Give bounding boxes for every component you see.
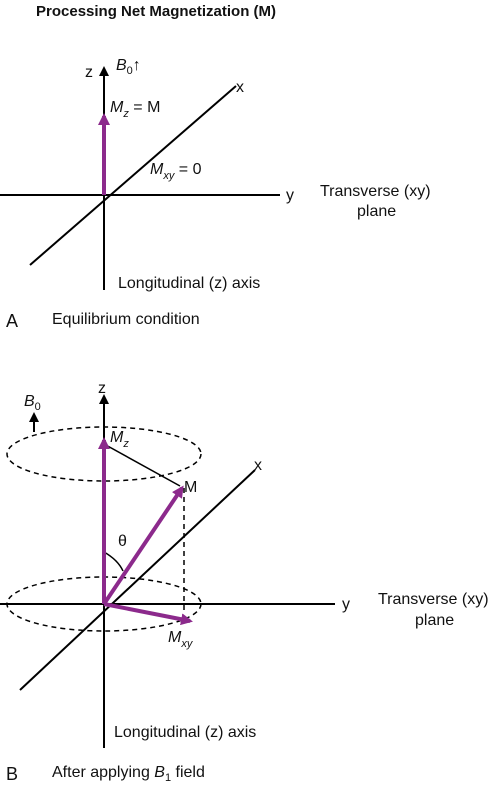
panel-a-longitudinal-label: Longitudinal (z) axis [118, 275, 260, 292]
panel-b-mz-to-m-line [103, 443, 181, 487]
panel-b-transverse-label-line2: plane [415, 612, 454, 629]
panel-a: z x y B0↑ Mz = M Mxy = 0 Transverse (xy)… [0, 57, 431, 331]
panel-a-mxy-label: Mxy = 0 [150, 161, 202, 182]
panel-b-mxy-vector [103, 602, 193, 626]
panel-b-y-label: y [342, 596, 350, 613]
panel-b-mxy-label: Mxy [168, 629, 194, 650]
diagram-title: Processing Net Magnetization (M) [36, 3, 276, 20]
panel-b-m-vector [102, 485, 184, 606]
panel-b-x-label: x [254, 457, 262, 474]
panel-a-mz-label: Mz = M [110, 99, 160, 120]
panel-b-caption: After applying B1 field [52, 764, 205, 784]
panel-b-mz-label: Mz [110, 429, 129, 450]
panel-a-z-label: z [85, 64, 93, 81]
panel-b-m-label: M [184, 479, 197, 496]
panel-a-transverse-label-line2: plane [357, 203, 396, 220]
panel-a-transverse-label-line1: Transverse (xy) [320, 183, 431, 200]
panel-b-z-label: z [98, 380, 106, 397]
panel-b: z x y B0 Mz M θ Mxy Transverse (xy) plan… [0, 380, 489, 784]
panel-a-caption: Equilibrium condition [52, 311, 200, 328]
panel-b-b0-label: B0 [24, 393, 41, 413]
panel-a-letter: A [6, 311, 18, 331]
panel-a-y-label: y [286, 187, 294, 204]
panel-a-x-label: x [236, 79, 244, 96]
panel-b-x-axis [19, 469, 256, 691]
panel-b-theta-label: θ [118, 533, 127, 550]
panel-b-theta-arc [103, 551, 124, 572]
panel-a-b0-label: B0↑ [116, 57, 141, 77]
panel-b-letter: B [6, 764, 18, 784]
panel-a-x-axis [29, 85, 237, 266]
panel-b-longitudinal-label: Longitudinal (z) axis [114, 724, 256, 741]
panel-b-transverse-label-line1: Transverse (xy) [378, 591, 489, 608]
